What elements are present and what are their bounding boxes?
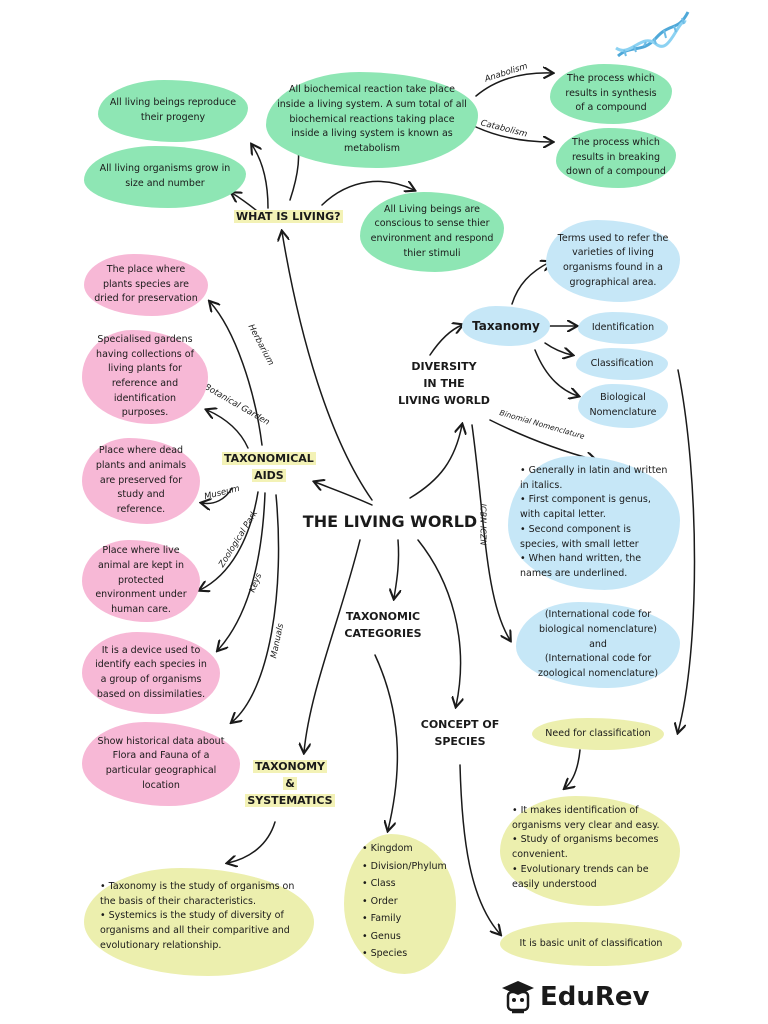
herbarium-text: The place where plants species are dried…: [94, 263, 198, 305]
terms-text: Terms used to refer the varieties of liv…: [557, 232, 669, 288]
taxonomical-aids-line1: TAXONOMICAL: [222, 452, 316, 465]
binomial-node: • Generally in latin and written in ital…: [508, 456, 680, 590]
systematics-node: • Taxonomy is the study of organisms on …: [84, 868, 314, 976]
binomial-point-4: • When hand written, the names are under…: [520, 553, 642, 580]
grow-node: All living organisms grow in size and nu…: [84, 146, 246, 208]
taxonomic-categories-line1: TAXONOMIC: [345, 610, 421, 623]
taxonomical-aids-title: TAXONOMICAL AIDS: [222, 450, 316, 484]
reproduce-text: All living beings reproduce their progen…: [109, 97, 237, 123]
diversity-line2: IN THE: [423, 377, 465, 391]
edurev-logo-icon: [502, 981, 534, 1014]
botanical-garden-node: Specialised gardens having collections o…: [82, 330, 208, 424]
concept-of-species-line1: CONCEPT OF: [420, 718, 500, 731]
need-points-node: • It makes identification of organisms v…: [500, 796, 680, 906]
herbarium-node: The place where plants species are dried…: [84, 254, 208, 316]
dna-icon: [615, 11, 690, 58]
need-text: Need for classification: [545, 727, 651, 739]
icbn-line1: (International code for biological nomen…: [539, 609, 657, 635]
category-item: Family: [362, 910, 447, 928]
what-is-living-title: WHAT IS LIVING?: [234, 208, 343, 225]
center-title: THE LIVING WORLD: [302, 512, 478, 531]
classification-text: Classification: [590, 357, 654, 369]
manuals-text: Show historical data about Flora and Fau…: [97, 735, 225, 791]
identification-text: Identification: [591, 321, 655, 333]
icbn-label: ICBN-ICZN: [478, 503, 488, 546]
nomenclature-text: Biological Nomenclature: [589, 392, 657, 418]
diversity-title: DIVERSITY IN THE LIVING WORLD: [396, 358, 492, 409]
need-point-1: • It makes identification of organisms v…: [512, 805, 660, 831]
systematics-point-1: • Taxonomy is the study of organisms on …: [100, 881, 295, 907]
metabolism-text: All biochemical reaction take place insi…: [277, 84, 467, 155]
conscious-node: All Living beings are conscious to sense…: [360, 192, 504, 272]
reproduce-node: All living beings reproduce their progen…: [98, 80, 248, 142]
category-item: Species: [362, 945, 447, 963]
categories-list: Kingdom Division/Phylum Class Order Fami…: [362, 840, 447, 963]
museum-text: Place where dead plants and animals are …: [95, 445, 187, 516]
systematics-point-2: • Systemics is the study of diversity of…: [100, 910, 290, 951]
concept-of-species-line2: SPECIES: [434, 735, 486, 749]
systematics-line1: TAXONOMY: [252, 760, 328, 773]
what-is-living-label: WHAT IS LIVING?: [234, 210, 343, 223]
botanical-garden-text: Specialised gardens having collections o…: [96, 333, 194, 419]
binomial-point-3: • Second component is species, with smal…: [520, 523, 639, 550]
basic-unit-node: It is basic unit of classification: [500, 922, 682, 966]
museum-node: Place where dead plants and animals are …: [82, 438, 200, 524]
zoological-park-text: Place where live animal are kept in prot…: [95, 545, 187, 616]
nomenclature-node: Biological Nomenclature: [578, 384, 668, 428]
taxanomy-text: Taxanomy: [472, 318, 540, 333]
category-item: Order: [362, 893, 447, 911]
diversity-line3: LIVING WORLD: [398, 394, 490, 408]
basic-unit-text: It is basic unit of classification: [519, 937, 663, 949]
grow-text: All living organisms grow in size and nu…: [99, 163, 231, 189]
classification-node: Classification: [576, 348, 668, 380]
conscious-text: All Living beings are conscious to sense…: [370, 203, 494, 259]
category-item: Class: [362, 875, 447, 893]
icbn-node: (International code for biological nomen…: [516, 602, 680, 688]
category-item: Kingdom: [362, 840, 447, 858]
category-item: Division/Phylum: [362, 858, 447, 876]
systematics-line3: SYSTEMATICS: [245, 794, 335, 808]
diversity-line1: DIVERSITY: [411, 360, 477, 373]
taxanomy-node: Taxanomy: [462, 306, 550, 346]
metabolism-node: All biochemical reaction take place insi…: [266, 72, 478, 168]
keys-node: It is a device used to identify each spe…: [82, 632, 220, 714]
catabolism-text: The process which results in breaking do…: [566, 136, 666, 178]
icbn-line2: (International code for zoological nomen…: [537, 653, 659, 680]
need-point-3: • Evolutionary trends can be easily unde…: [512, 863, 649, 890]
systematics-line2: &: [283, 777, 297, 791]
anabolism-text: The process which results in synthesis o…: [565, 72, 657, 114]
binomial-point-1: • Generally in latin and written in ital…: [520, 465, 668, 491]
terms-node: Terms used to refer the varieties of liv…: [546, 220, 680, 302]
keys-text: It is a device used to identify each spe…: [95, 644, 207, 700]
taxonomic-categories-line2: CATEGORIES: [344, 627, 422, 641]
need-node: Need for classification: [532, 718, 664, 750]
category-item: Genus: [362, 928, 447, 946]
taxonomical-aids-line2: AIDS: [252, 469, 286, 483]
need-point-2: • Study of organisms becomes convenient.: [512, 834, 659, 861]
manuals-node: Show historical data about Flora and Fau…: [82, 722, 240, 806]
identification-node: Identification: [578, 312, 668, 344]
icbn-and: and: [589, 638, 607, 650]
zoological-park-node: Place where live animal are kept in prot…: [82, 540, 200, 622]
systematics-title: TAXONOMY & SYSTEMATICS: [242, 758, 338, 809]
concept-of-species-title: CONCEPT OF SPECIES: [412, 716, 508, 750]
binomial-point-2: • First component is genus, with capital…: [520, 494, 651, 521]
anabolism-node: The process which results in synthesis o…: [550, 64, 672, 124]
catabolism-node: The process which results in breaking do…: [556, 128, 676, 188]
taxonomic-categories-title: TAXONOMIC CATEGORIES: [338, 608, 428, 642]
edurev-brand: EduRev: [540, 982, 650, 1012]
